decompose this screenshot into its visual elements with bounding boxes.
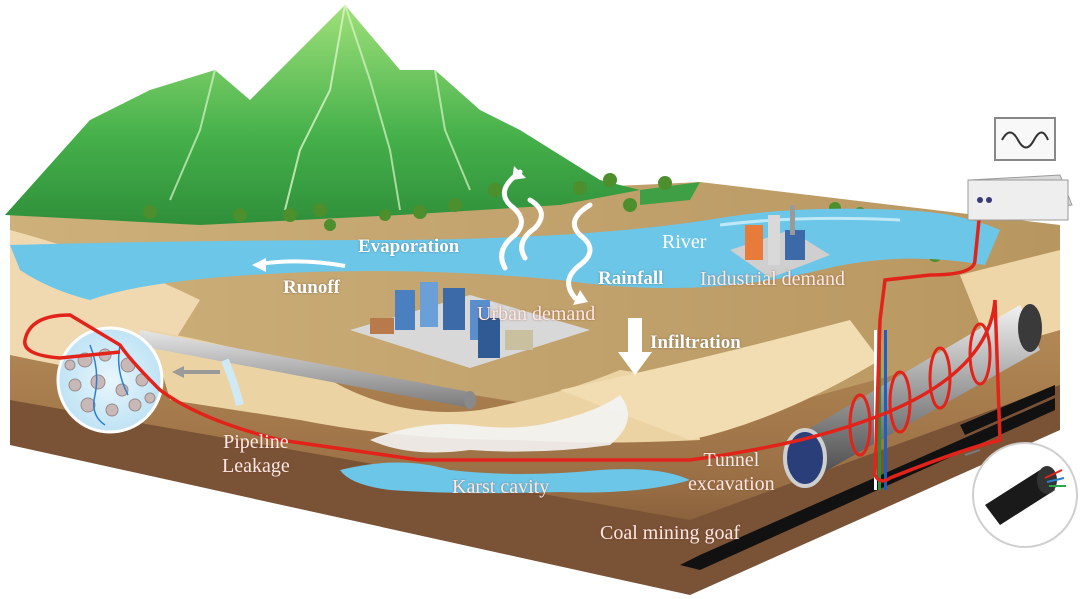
pipe-icon xyxy=(140,330,476,409)
fiber-cable-icon xyxy=(964,442,1078,548)
infiltration-arrow xyxy=(618,318,652,375)
runoff-arrow xyxy=(259,259,346,268)
computer-icon xyxy=(967,117,1073,221)
label-tunnel-excavation: Tunnel excavation xyxy=(688,449,775,495)
evaporation-arrows xyxy=(499,169,593,301)
karst-cavity xyxy=(340,462,690,494)
mountain-icon xyxy=(5,5,640,225)
bedrock-layer xyxy=(10,385,1060,595)
label-industrial-demand: Industrial demand xyxy=(700,268,845,290)
coal-seam xyxy=(680,385,1055,570)
label-runoff: Runoff xyxy=(283,277,341,298)
label-karst-cavity: Karst cavity xyxy=(452,476,550,498)
label-evaporation: Evaporation xyxy=(358,236,460,257)
sand-layer-right xyxy=(560,320,880,440)
label-river: River xyxy=(662,231,707,253)
label-coal-mining-goaf: Coal mining goaf xyxy=(600,522,740,544)
sand-layer-center xyxy=(150,330,700,443)
label-pipeline-leakage: Pipeline Leakage xyxy=(222,431,290,477)
label-urban-demand: Urban demand xyxy=(477,303,596,325)
factory-icon xyxy=(730,205,830,278)
label-infiltration: Infiltration xyxy=(650,332,741,353)
city-icon xyxy=(350,282,590,368)
pore-particles-icon xyxy=(56,326,164,434)
label-rainfall: Rainfall xyxy=(598,268,664,289)
fiber-optic-line xyxy=(23,209,1002,483)
